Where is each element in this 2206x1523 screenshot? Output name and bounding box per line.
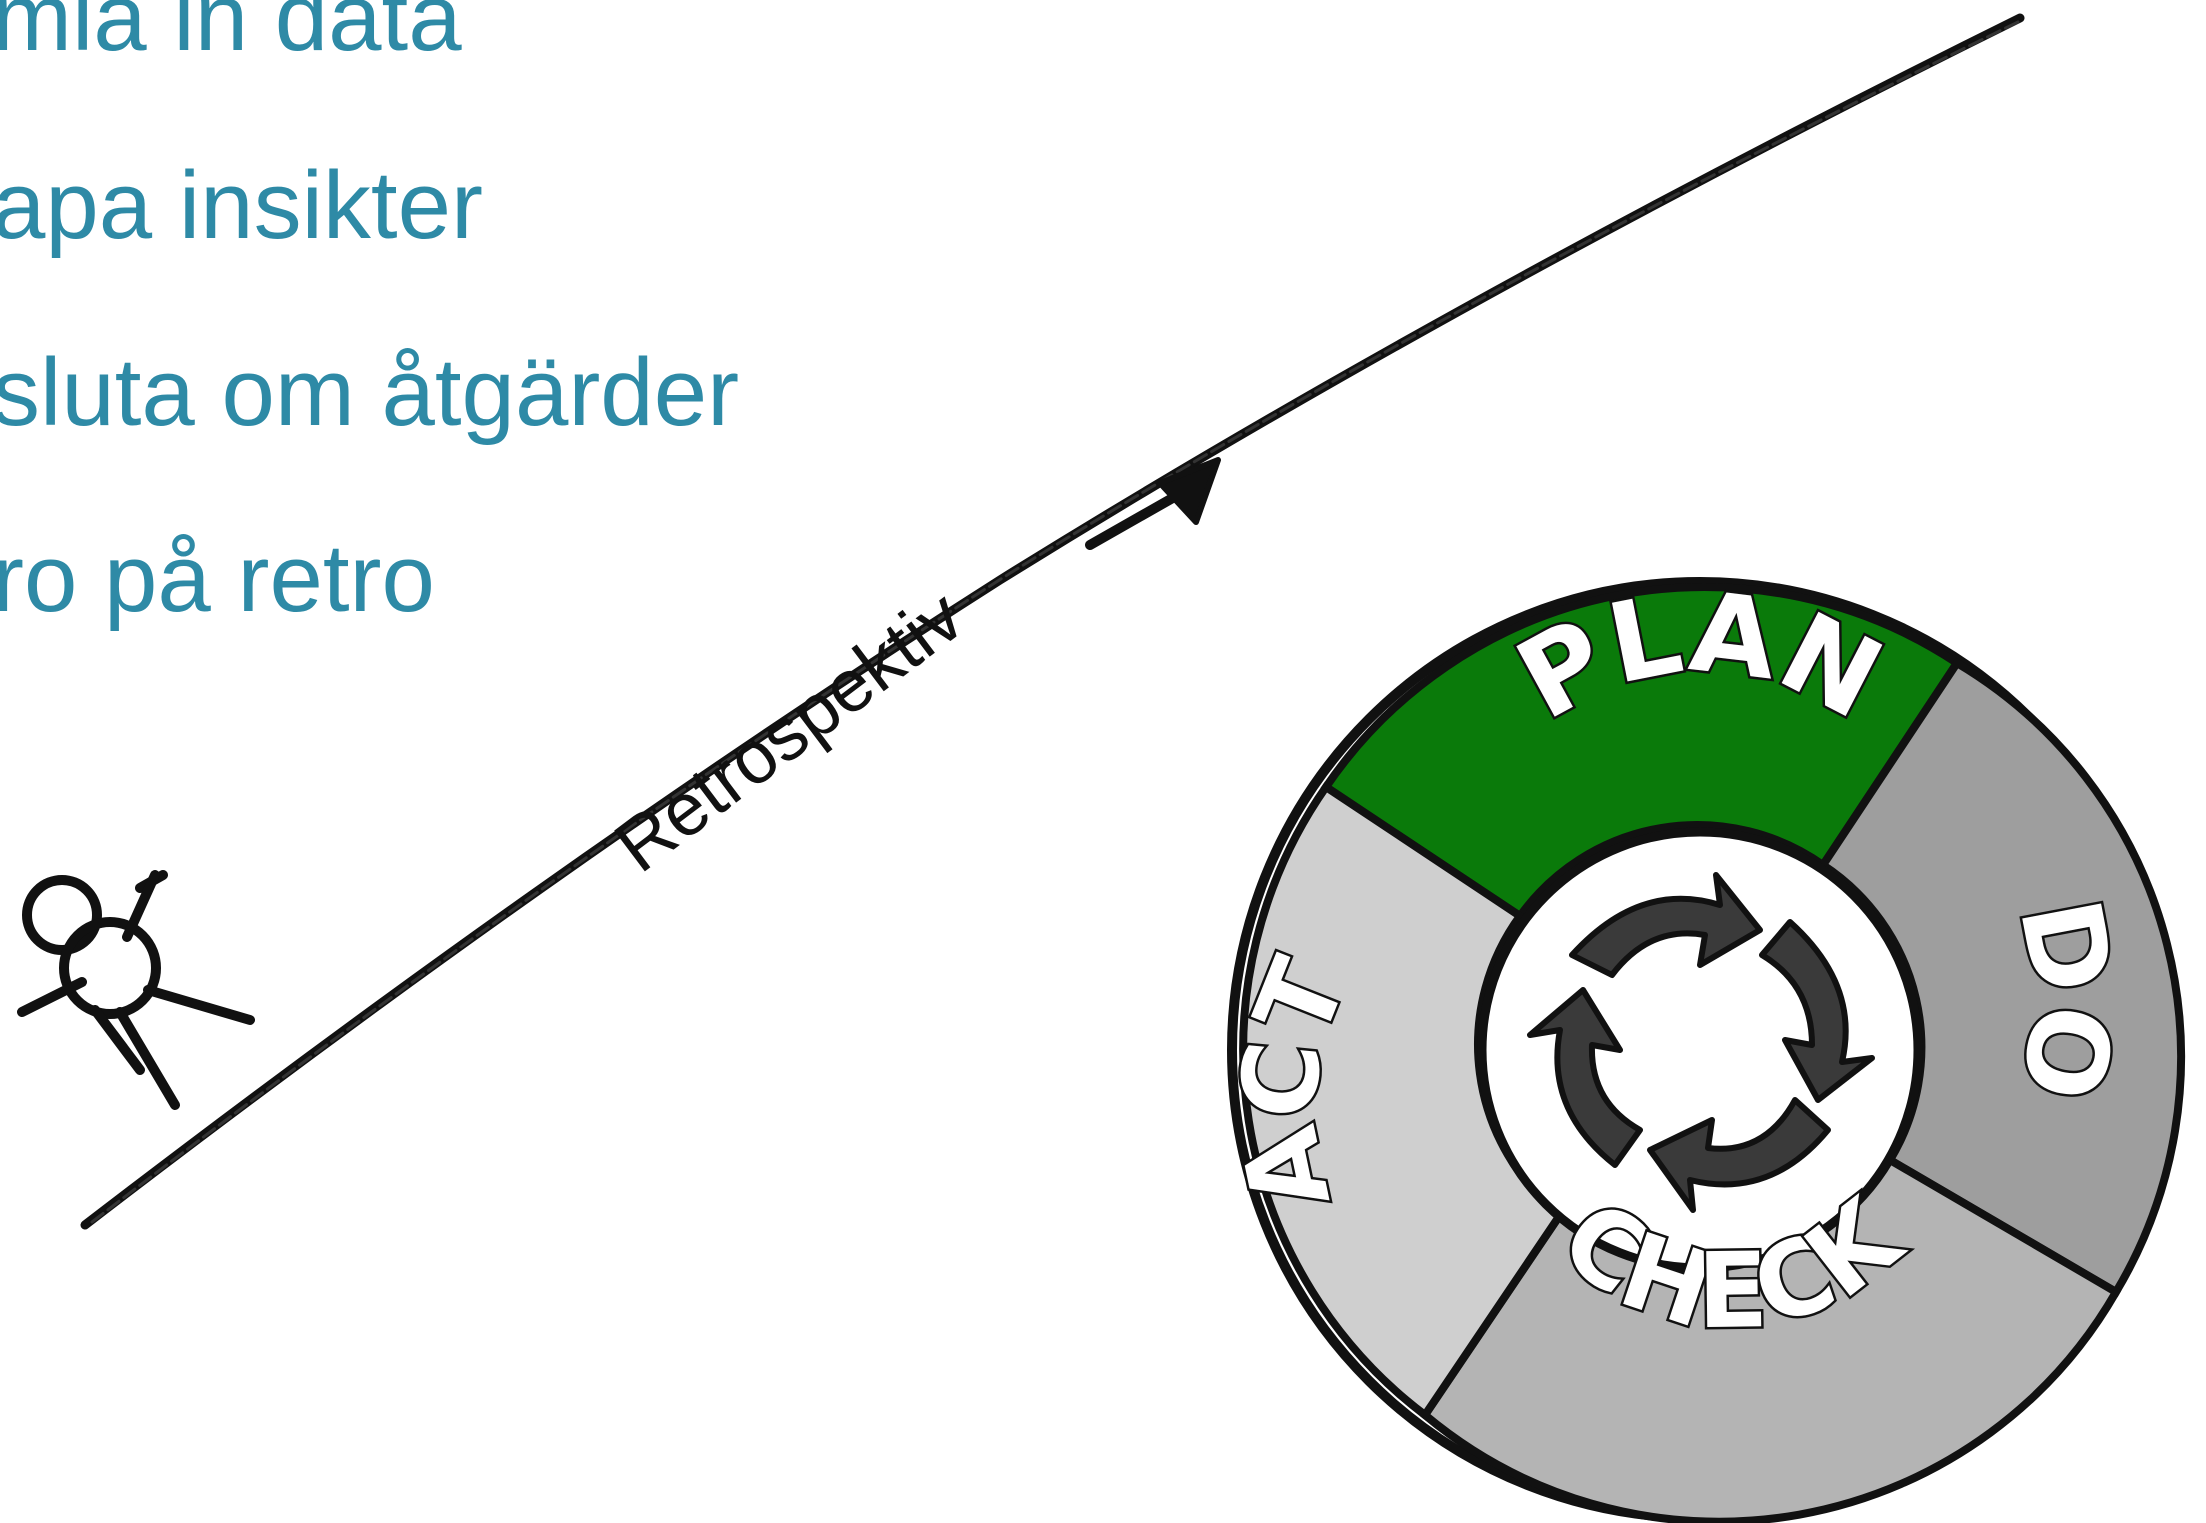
timeline-line [80, 13, 2025, 1230]
step-retro-on-retro: ro på retro [0, 525, 435, 632]
stick-figure-icon [17, 870, 255, 1110]
step-create-insights: apa insikter [0, 152, 483, 259]
cycle-arrows-icon [1527, 872, 1875, 1213]
segment-plan [1320, 583, 1963, 922]
step-decide-actions: sluta om åtgärder [0, 339, 740, 446]
step-collect-data: mla in data [0, 0, 462, 71]
label-act: ACT [1214, 941, 1373, 1224]
arrow-right-icon [1085, 457, 1221, 550]
timeline-label: Retrospektiv [600, 574, 978, 888]
svg-text:ACT: ACT [1217, 943, 1371, 1221]
pdca-wheel: PLAN DO CHECK ACT [1214, 565, 2186, 1523]
